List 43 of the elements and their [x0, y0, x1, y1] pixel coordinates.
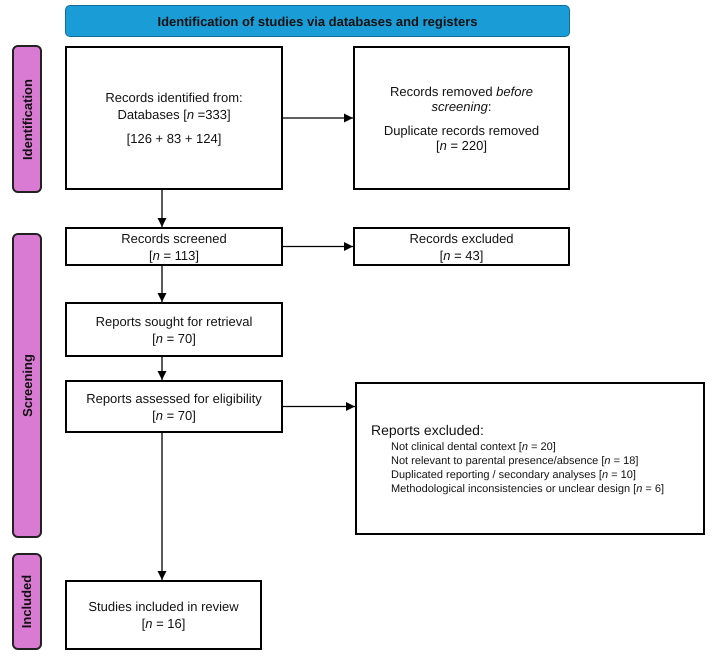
box-text: [n = 43]: [440, 248, 484, 262]
process-box: [65, 302, 283, 357]
box-text: Reports sought for retrieval: [96, 314, 252, 328]
arrow: [283, 402, 355, 412]
box-text: Duplicate records removed [n = 220]: [382, 122, 540, 152]
box-text: Methodological inconsistencies or unclear design [n = 6]: [390, 483, 666, 495]
box-text: Records screened: [121, 230, 227, 246]
box-text: [126 + 83 + 124]: [126, 131, 222, 146]
box-text: Duplicated reporting / secondary analyses [n = 10]: [390, 469, 637, 481]
arrow: [157, 433, 167, 580]
arrow: [157, 357, 167, 380]
header-text: Identification of studies via databases and registers: [157, 14, 478, 28]
box-text: Records excluded: [409, 230, 514, 246]
phase-label: [12, 553, 42, 650]
arrow: [157, 266, 167, 302]
box-text: Records removed before screening:: [388, 84, 534, 114]
box-text: Not relevant to parental presence/absence [n = 18]: [390, 455, 640, 467]
box-text: [n = 16]: [142, 616, 186, 631]
section-header: [65, 5, 570, 37]
phase-text: Screening: [20, 354, 34, 417]
process-box: [65, 46, 283, 190]
process-box: [65, 227, 283, 266]
arrow: [157, 190, 167, 227]
box-text: Studies included in review: [88, 599, 239, 614]
box-text: [n = 70]: [152, 330, 196, 346]
phase-label: [12, 233, 42, 538]
box-text: [n = 70]: [152, 408, 196, 422]
process-box: [353, 227, 570, 266]
process-box: [353, 46, 570, 190]
phase-text: Identification: [20, 78, 34, 160]
box-text: Reports assessed for eligibility: [86, 390, 262, 406]
exclusion-box: [355, 382, 705, 535]
arrow: [283, 113, 353, 123]
phase-label: [12, 45, 42, 193]
box-text: Reports excluded:: [371, 422, 485, 438]
arrow: [283, 242, 353, 252]
process-box: [65, 580, 262, 650]
process-box: [65, 380, 283, 433]
box-text: Databases [n =333]: [117, 107, 231, 122]
box-text: Records identified from:: [105, 90, 243, 105]
box-text: [n = 113]: [148, 248, 199, 262]
box-text: Not clinical dental context [n = 20]: [390, 441, 557, 453]
phase-text: Included: [20, 574, 34, 628]
